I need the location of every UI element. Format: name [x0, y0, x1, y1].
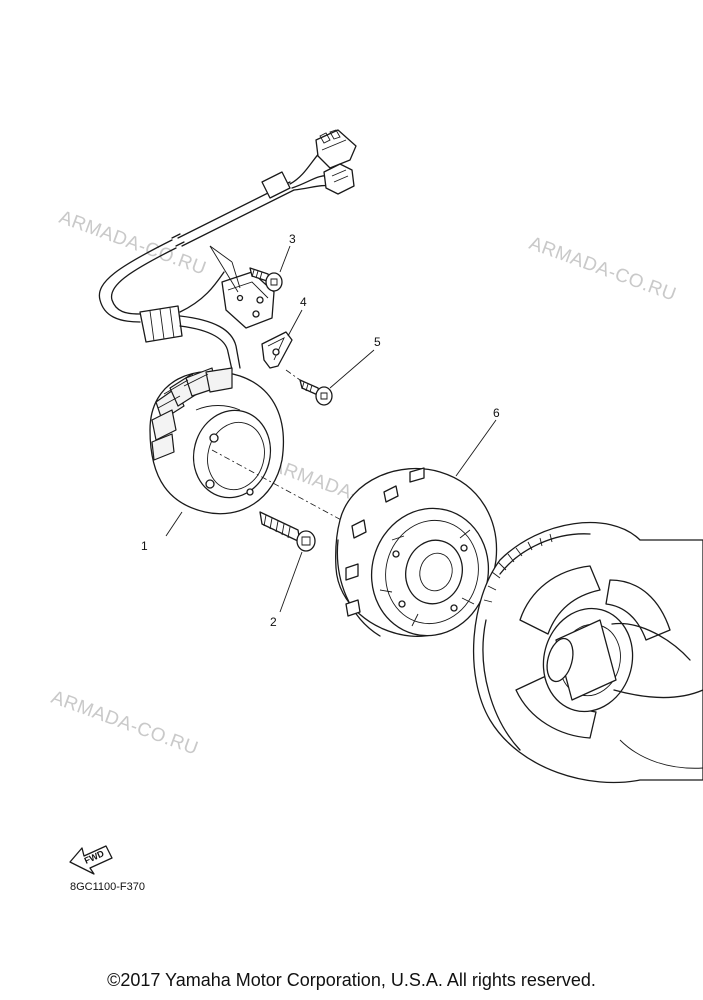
wire-clamp-4 [261, 331, 293, 369]
callout-4: 4 [300, 295, 307, 309]
callout-2: 2 [270, 615, 277, 629]
watermark-2: ARMADA-CO.RU [526, 233, 679, 306]
bolt-3 [249, 267, 283, 292]
bolt-2 [259, 511, 316, 552]
flywheel-rotor [334, 467, 498, 637]
callout-3: 3 [289, 232, 296, 246]
watermark-4: ARMADA-CO.RU [48, 687, 201, 760]
wire-harness [98, 129, 357, 371]
starter-gear [472, 522, 703, 784]
bolt-5 [285, 369, 333, 406]
pickup-coil [209, 245, 275, 329]
callout-6: 6 [493, 406, 500, 420]
stator-coil [149, 367, 285, 515]
copyright-notice: ©2017 Yamaha Motor Corporation, U.S.A. A… [107, 970, 596, 990]
callout-1: 1 [141, 539, 148, 553]
callout-5: 5 [374, 335, 381, 349]
diagram-code: 8GC1100-F370 [70, 881, 145, 893]
fwd-arrow-icon: FWD [69, 845, 113, 875]
